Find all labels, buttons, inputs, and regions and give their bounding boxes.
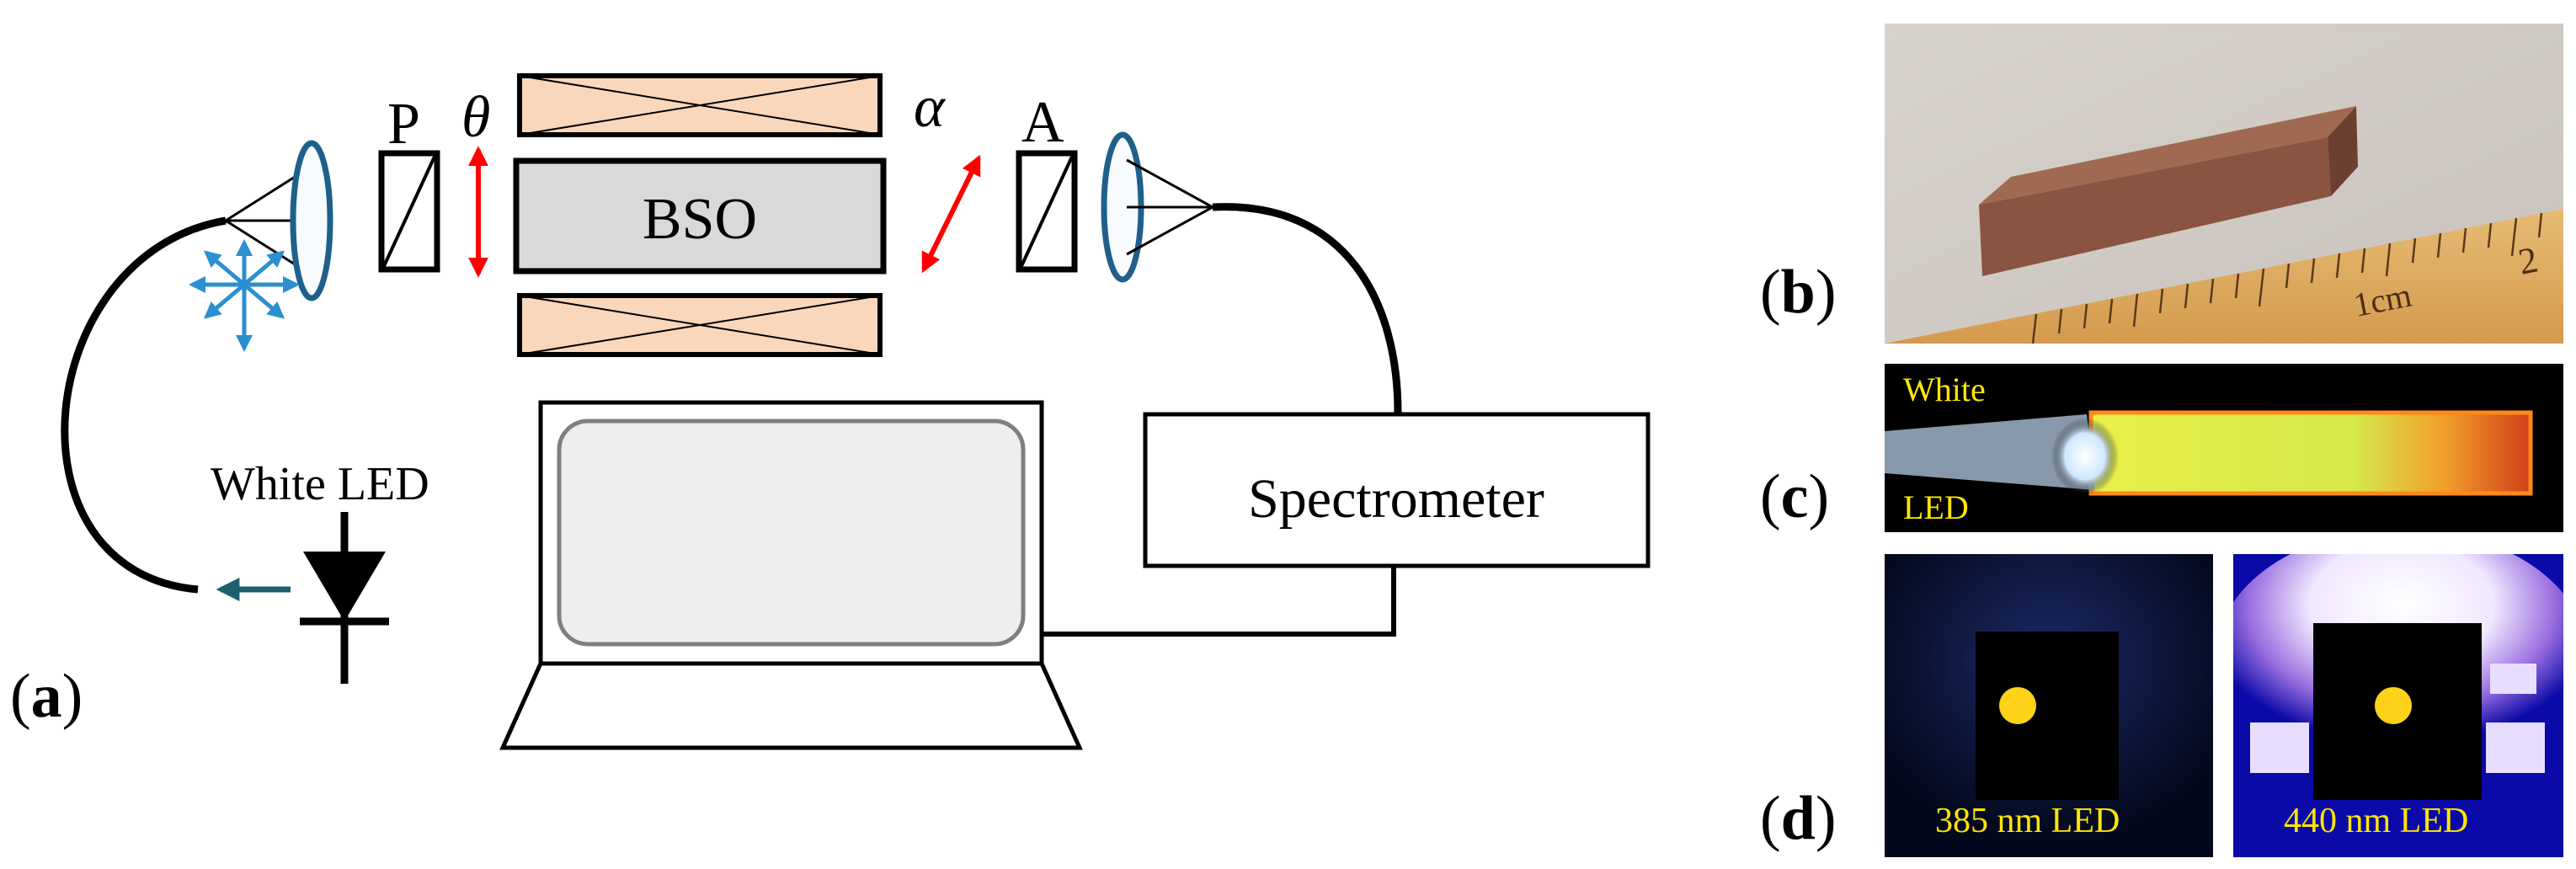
analyzer (1016, 150, 1078, 273)
polarizer-label: P (387, 92, 420, 157)
photo-c-text-bottom: LED (1903, 488, 1969, 526)
photo-d-left-caption: 385 nm LED (1935, 802, 2120, 840)
glowing-crystal-bar (2088, 410, 2533, 496)
upper-coil (517, 73, 883, 137)
photo-d-right-caption: 440 nm LED (2284, 802, 2468, 840)
right-fiber-coupler (1126, 158, 1213, 256)
alpha-label: α (914, 75, 946, 140)
panel-label-a: (a) (10, 662, 83, 731)
led-440nm-photo: 440 nm LED (2233, 554, 2563, 857)
lower-coil (517, 293, 883, 357)
white-led-diode-icon (300, 512, 389, 684)
bso-crystal-bar (1979, 106, 2358, 276)
crystal-label: BSO (643, 187, 757, 252)
spectrometer-label: Spectrometer (1248, 468, 1544, 530)
unpolarized-light-icon (189, 239, 300, 352)
led-fiber-light (1885, 414, 2095, 490)
ruler (1885, 209, 2563, 344)
left-fiber-cable (61, 216, 227, 594)
panel-label-d: (d) (1760, 784, 1837, 853)
led-die-440 (2375, 687, 2412, 724)
photo-c-text-top: White (1903, 371, 1986, 408)
left-lens (290, 140, 333, 301)
panel-label-b: (b) (1760, 258, 1837, 327)
analyzer-label: A (1021, 90, 1064, 155)
theta-label: θ (461, 85, 490, 150)
computer-laptop (499, 400, 1083, 750)
spectrometer-box (1143, 412, 1651, 568)
output-polarization-arrow (921, 154, 981, 274)
right-fiber-cable (1212, 203, 1402, 413)
glowing-crystal-photo: White LED (1885, 364, 2563, 532)
white-led-label: White LED (211, 458, 429, 510)
data-cable (1042, 566, 1396, 637)
led-385nm-photo: 385 nm LED (1885, 554, 2213, 857)
ruler-ticks (2031, 212, 2543, 344)
polarizer (378, 150, 440, 273)
led-die-385 (1999, 687, 2036, 724)
panel-label-c: (c) (1760, 462, 1830, 531)
bso-crystal (513, 157, 887, 275)
led-chip-385 (1976, 632, 2119, 800)
crystal-photo: 1cm 2 (1885, 24, 2563, 344)
